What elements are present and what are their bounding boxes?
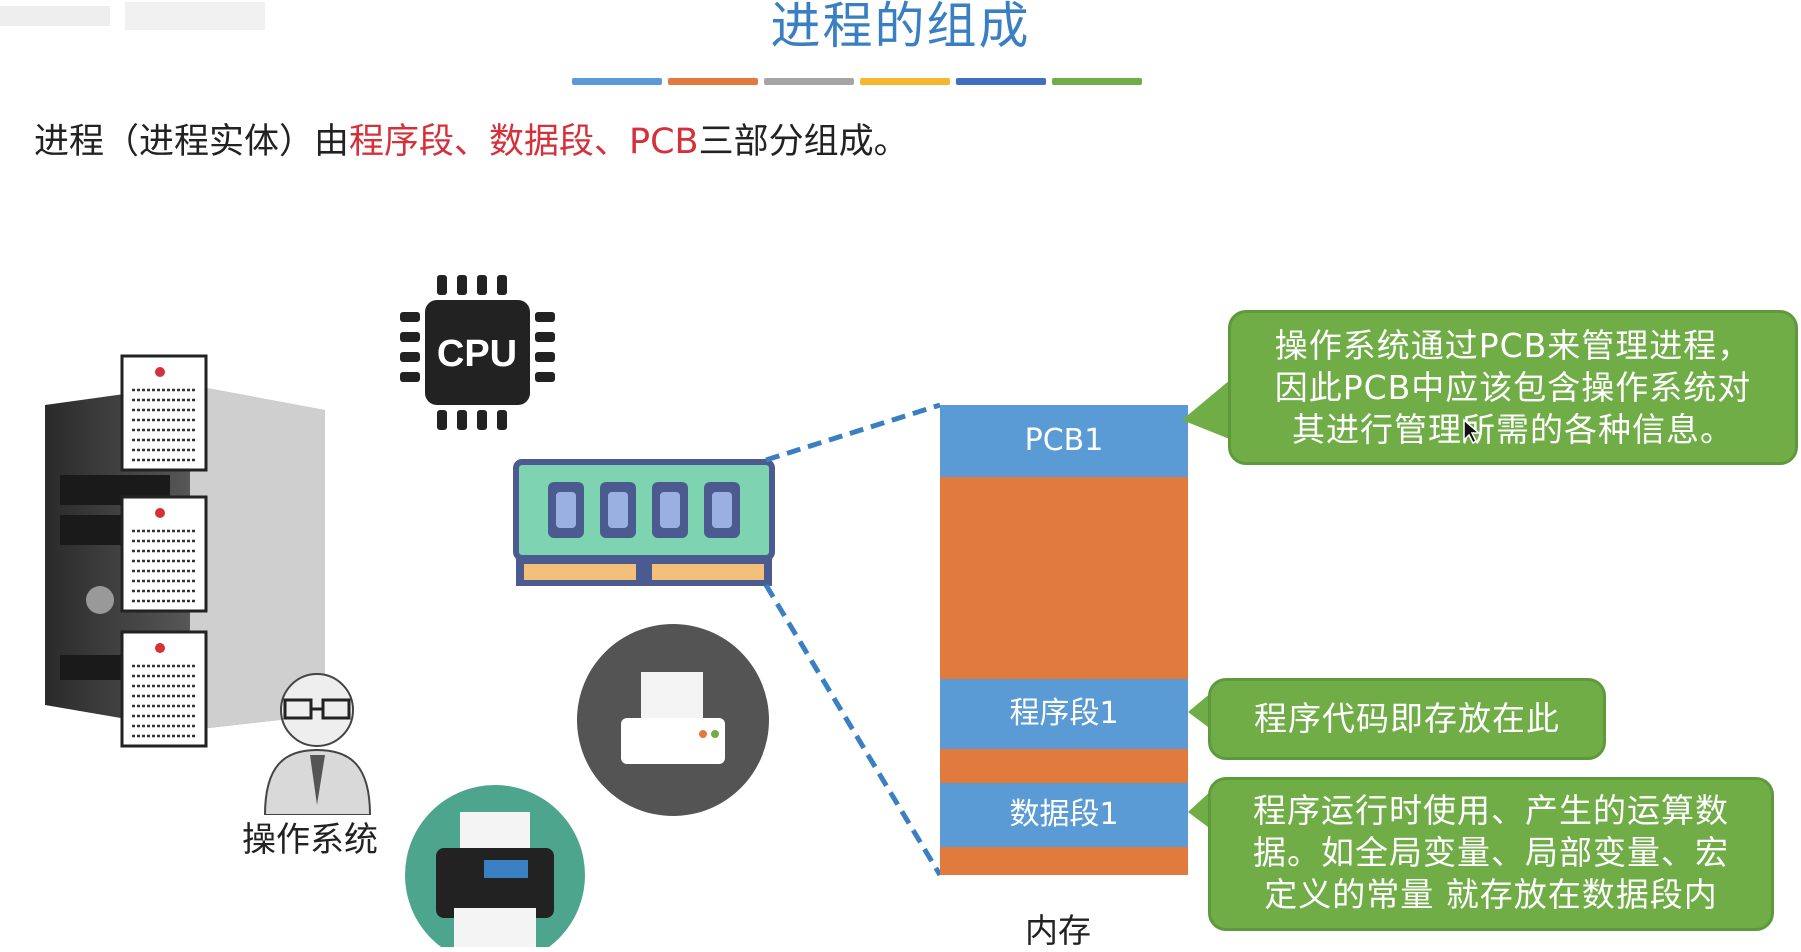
data-segment-label: 数据段1 xyxy=(1009,797,1119,832)
program-callout: 程序代码即存放在此 xyxy=(1208,678,1606,760)
pcb-callout-line3: 其进行管理所需的各种信息。 xyxy=(1292,410,1734,449)
cpu-label: CPU xyxy=(437,333,517,375)
intro-text-part3: 三部分组成。 xyxy=(698,122,909,162)
memory-free-block xyxy=(940,749,1188,783)
printer-icon xyxy=(405,785,585,947)
cpu-icon: CPU xyxy=(400,275,555,430)
memory-data-segment: 数据段1 xyxy=(940,783,1188,847)
ram-icon xyxy=(513,459,775,586)
intro-text-part1: 进程（进程实体）由 xyxy=(34,122,350,162)
watermark-icon xyxy=(0,2,265,30)
accent-bar-4 xyxy=(860,78,950,85)
mouse-cursor-icon xyxy=(1463,418,1482,444)
memory-program-segment: 程序段1 xyxy=(940,679,1188,749)
intro-text: 进程（进程实体）由程序段、数据段、PCB三部分组成。 xyxy=(34,120,909,164)
accent-bar-5 xyxy=(956,78,1046,85)
intro-text-highlight: 程序段、数据段、PCB xyxy=(349,122,699,162)
pcb-callout-line2: 因此PCB中应该包含操作系统对 xyxy=(1274,368,1752,407)
accent-bar-3 xyxy=(764,78,854,85)
program-segment-label: 程序段1 xyxy=(1009,696,1119,731)
printer-icon xyxy=(577,624,769,816)
document-icon xyxy=(120,630,208,748)
os-label: 操作系统 xyxy=(242,820,378,860)
data-callout-line2: 据。如全局变量、局部变量、宏 xyxy=(1253,833,1729,872)
accent-bar-6 xyxy=(1052,78,1142,85)
pcb1-label: PCB1 xyxy=(1024,423,1104,458)
memory-free-block xyxy=(940,847,1188,875)
memory-pcb1: PCB1 xyxy=(940,405,1188,477)
data-callout-line3: 定义的常量 就存放在数据段内 xyxy=(1264,875,1718,914)
document-icon xyxy=(120,354,208,472)
program-callout-line1: 程序代码即存放在此 xyxy=(1254,699,1560,738)
memory-free-block xyxy=(940,477,1188,679)
pcb-callout: 操作系统通过PCB来管理进程， 因此PCB中应该包含操作系统对 其进行管理所需的… xyxy=(1228,310,1798,465)
operator-icon xyxy=(263,673,372,815)
memory-label: 内存 xyxy=(1025,911,1091,950)
document-icon xyxy=(120,495,208,613)
page-title: 进程的组成 xyxy=(770,0,1031,55)
pcb-callout-line1: 操作系统通过PCB来管理进程， xyxy=(1274,326,1752,365)
accent-bar-2 xyxy=(668,78,758,85)
data-callout-line1: 程序运行时使用、产生的运算数 xyxy=(1253,791,1729,830)
data-callout: 程序运行时使用、产生的运算数 据。如全局变量、局部变量、宏 定义的常量 就存放在… xyxy=(1208,777,1774,931)
accent-bar-1 xyxy=(572,78,662,85)
